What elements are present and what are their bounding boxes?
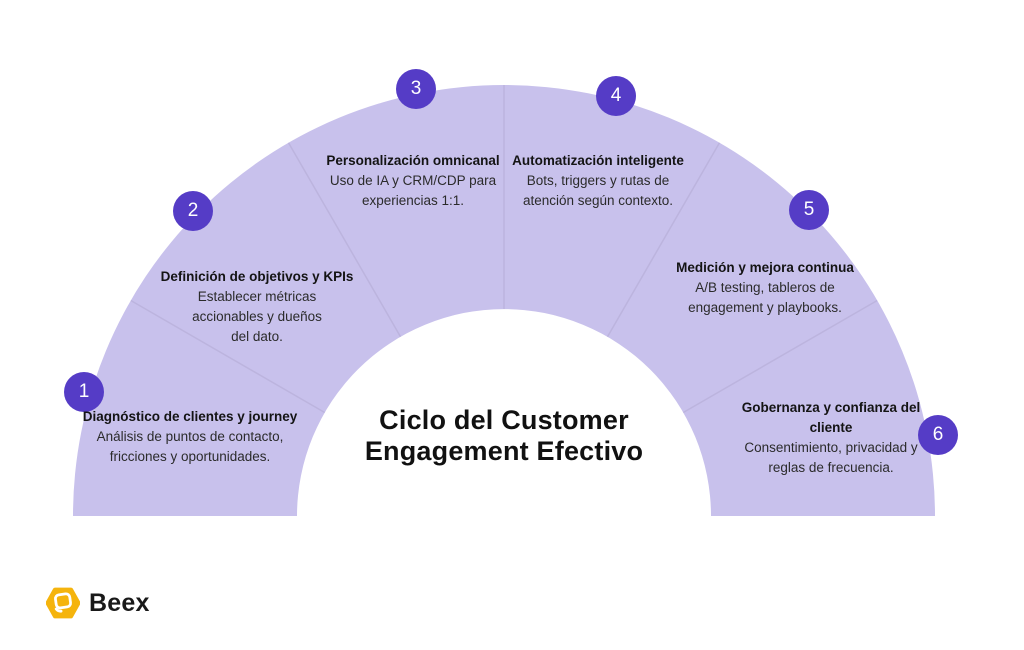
page-title-line-2: Engagement Efectivo: [364, 436, 644, 466]
divider-5-6: [682, 299, 878, 414]
segment-badge-4: 4: [596, 76, 636, 116]
beex-logo: Beex: [46, 586, 150, 620]
segment-badge-6: 6: [918, 415, 958, 455]
segment-2-text: Definición de objetivos y KPIs Establece…: [147, 267, 367, 347]
segment-4-title: Automatización inteligente: [512, 153, 684, 168]
segment-2-desc: del dato.: [231, 329, 283, 344]
segment-5-desc: engagement y playbooks.: [688, 300, 842, 315]
divider-4-5: [606, 142, 721, 338]
beex-hexagon-icon: [46, 587, 80, 619]
segment-2-desc: accionables y dueños: [192, 309, 322, 324]
segment-5-text: Medición y mejora continua A/B testing, …: [655, 258, 875, 318]
segment-1-title: Diagnóstico de clientes y journey: [82, 409, 298, 424]
segment-badge-5: 5: [789, 190, 829, 230]
divider-2-3: [287, 142, 402, 338]
segment-1-desc: fricciones y oportunidades.: [109, 449, 271, 464]
segment-3-text: Personalización omnicanal Uso de IA y CR…: [308, 151, 518, 211]
segment-badge-3: 3: [396, 69, 436, 109]
segment-3-desc: experiencias 1:1.: [361, 193, 465, 208]
segment-4-desc: atención según contexto.: [522, 193, 674, 208]
segment-5-desc: A/B testing, tableros de: [695, 280, 835, 295]
segment-6-desc: Consentimiento, privacidad y: [744, 440, 918, 455]
page-title-line-1: Ciclo del Customer: [379, 405, 629, 435]
segment-dividers: [130, 85, 878, 414]
segment-badge-2: 2: [173, 191, 213, 231]
segment-6-desc: reglas de frecuencia.: [768, 460, 894, 475]
segment-badge-1: 1: [64, 372, 104, 412]
segment-6-text: Gobernanza y confianza del cliente Conse…: [733, 398, 929, 478]
segment-3-title: Personalización omnicanal: [326, 153, 500, 168]
segment-6-title: Gobernanza y confianza del cliente: [741, 400, 921, 435]
segment-1-desc: Análisis de puntos de contacto,: [96, 429, 284, 444]
segment-4-text: Automatización inteligente Bots, trigger…: [493, 151, 703, 211]
segment-3-desc: Uso de IA y CRM/CDP para: [329, 173, 497, 188]
segment-5-title: Medición y mejora continua: [676, 260, 854, 275]
segment-4-desc: Bots, triggers y rutas de: [526, 173, 670, 188]
segment-1-text: Diagnóstico de clientes y journey Anális…: [75, 407, 305, 467]
segment-2-title: Definición de objetivos y KPIs: [160, 269, 354, 284]
brand-name: Beex: [89, 588, 150, 617]
divider-1-2: [130, 299, 326, 414]
segment-2-desc: Establecer métricas: [197, 289, 317, 304]
page-title: Ciclo del Customer Engagement Efectivo: [254, 405, 754, 467]
